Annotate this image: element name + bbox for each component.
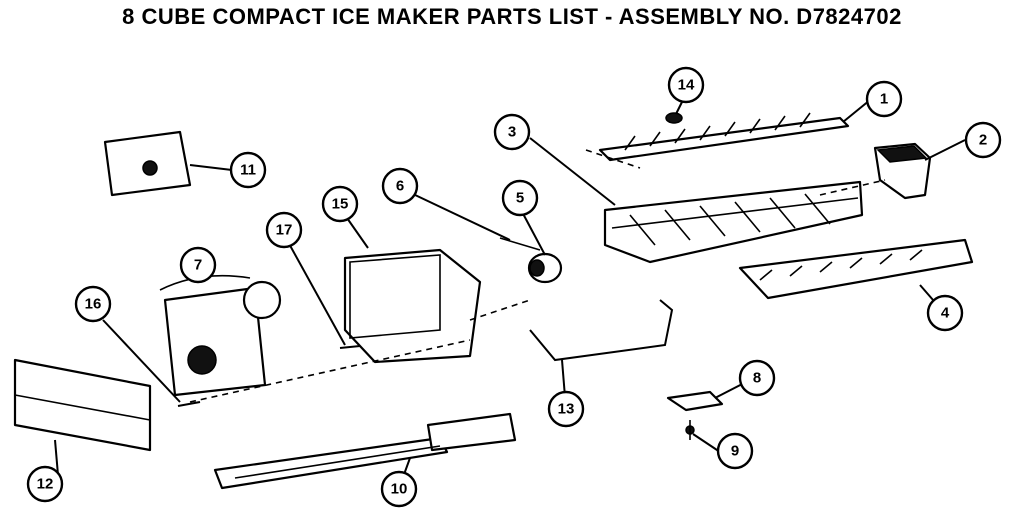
svg-text:14: 14 [678, 77, 695, 94]
svg-text:2: 2 [979, 132, 987, 149]
pin-part [177, 401, 201, 407]
callout-label: 4 [926, 294, 964, 332]
callout-label: 11 [229, 151, 267, 189]
svg-text:8: 8 [753, 370, 761, 387]
housing-part [343, 248, 482, 364]
heater-part [213, 412, 517, 490]
svg-text:16: 16 [85, 296, 102, 313]
callout-label: 3 [493, 113, 531, 151]
mounting-screw-part [339, 345, 361, 349]
callout-label: 9 [716, 432, 754, 470]
screw-part [685, 420, 695, 440]
svg-text:3: 3 [508, 124, 516, 141]
callout-label: 10 [380, 470, 418, 508]
shaft-part [499, 237, 541, 251]
callout-label: 17 [265, 211, 303, 249]
svg-text:1: 1 [880, 91, 888, 108]
assembly-line [469, 299, 531, 321]
callout-label: 7 [179, 246, 217, 284]
stripper-part [738, 238, 974, 300]
plate-part [666, 390, 724, 412]
svg-text:4: 4 [941, 305, 950, 322]
svg-text:10: 10 [391, 481, 408, 498]
callout-label: 12 [26, 465, 64, 503]
mold-part [603, 180, 864, 264]
svg-text:7: 7 [194, 257, 202, 274]
callout-label: 5 [501, 179, 539, 217]
callout-label: 16 [74, 285, 112, 323]
callout-label: 2 [964, 121, 1002, 159]
ejector-part [598, 112, 850, 162]
motor-gear-assembly [159, 274, 282, 397]
assembly-line [819, 179, 886, 196]
callout-label: 8 [738, 359, 776, 397]
fill-cup-part [665, 112, 683, 124]
svg-text:5: 5 [516, 190, 524, 207]
assembly-line [189, 339, 471, 403]
svg-text:9: 9 [731, 443, 739, 460]
svg-text:15: 15 [332, 196, 349, 213]
svg-text:11: 11 [240, 162, 256, 179]
shutoff-arm-part [529, 299, 674, 362]
svg-text:17: 17 [276, 222, 293, 239]
leader-lines [54, 95, 966, 481]
callout-label: 13 [547, 390, 585, 428]
callout-label: 6 [381, 167, 419, 205]
callout-label: 15 [321, 185, 359, 223]
water-valve-part [103, 130, 192, 197]
motor-part [527, 252, 563, 284]
svg-text:13: 13 [558, 401, 575, 418]
assembly-line [585, 149, 641, 169]
svg-text:12: 12 [37, 476, 54, 493]
svg-text:6: 6 [396, 178, 404, 195]
diagram-title: 8 CUBE COMPACT ICE MAKER PARTS LIST - AS… [122, 4, 902, 29]
bracket-part [873, 142, 932, 200]
callout-label: 1 [865, 80, 903, 118]
callout-label: 14 [667, 66, 705, 104]
front-cover-part [13, 358, 152, 452]
